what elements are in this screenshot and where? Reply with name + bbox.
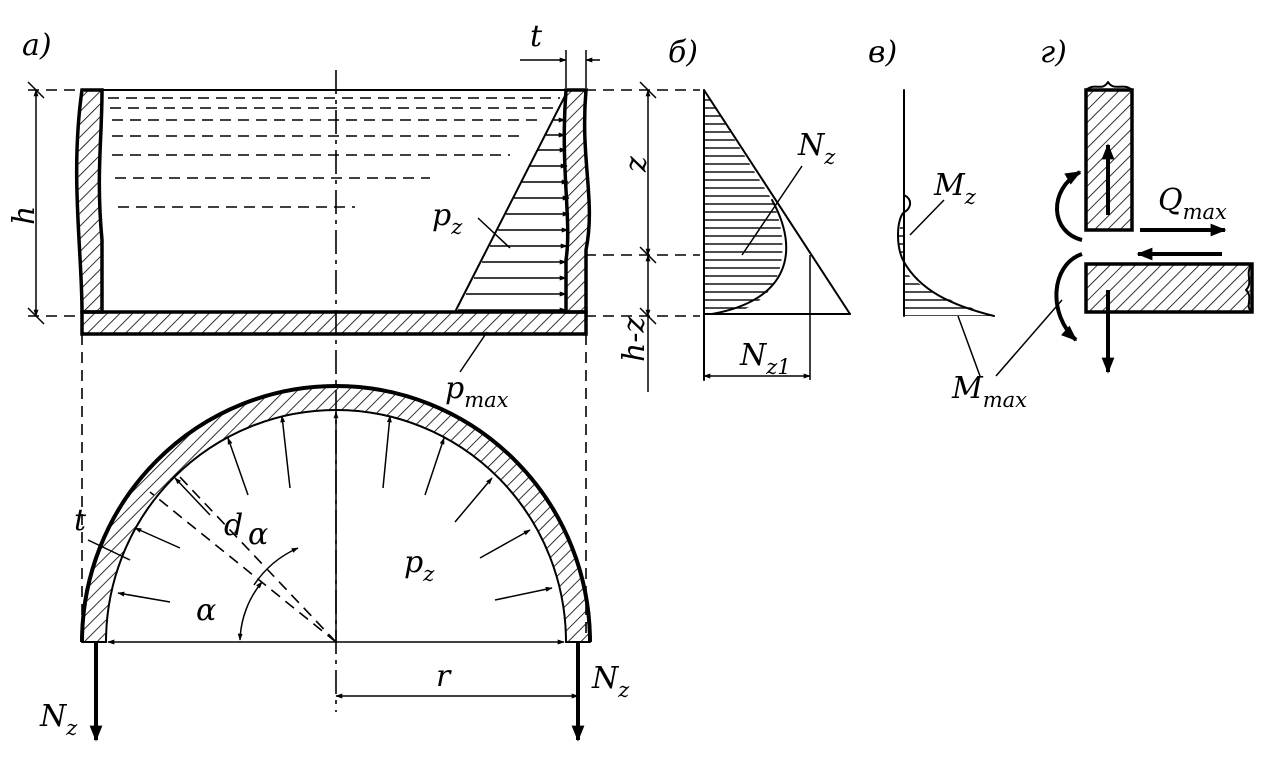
mz-label: Mz bbox=[933, 168, 977, 209]
pmax-leader bbox=[459, 331, 488, 373]
panel-v-mz: в) Mz Mmax bbox=[868, 35, 1063, 412]
r-label: r bbox=[436, 659, 452, 694]
z-label: z bbox=[619, 156, 654, 173]
ring-outer bbox=[80, 384, 592, 643]
mmax-leader-2 bbox=[995, 299, 1063, 377]
d-label: d bbox=[224, 508, 243, 543]
joint-slab bbox=[1084, 262, 1254, 314]
joint-wall-break bbox=[1085, 81, 1133, 91]
nz-right-label: Nz bbox=[591, 661, 630, 702]
qmax-label: Qmax bbox=[1158, 183, 1227, 224]
radius-2 bbox=[177, 474, 337, 643]
panel-label-v: в) bbox=[868, 35, 897, 70]
nz-leader bbox=[741, 165, 803, 256]
nz-hatched-area bbox=[704, 90, 783, 314]
h-minus-z-label: h-z bbox=[617, 317, 652, 362]
pressure-diagram-line bbox=[454, 93, 567, 313]
panel-label-g: г) bbox=[1040, 35, 1067, 70]
panel-label-a: а) bbox=[22, 28, 52, 63]
panel-b-nz: б) Nz1 Nz bbox=[668, 35, 851, 381]
left-wall bbox=[74, 88, 104, 314]
panel-g-joint: г) Qmax bbox=[1040, 35, 1254, 374]
pmax-label: pmax bbox=[445, 371, 509, 412]
mmax-leader-1 bbox=[957, 315, 981, 377]
right-wall bbox=[562, 88, 592, 314]
pz-leader bbox=[477, 217, 511, 249]
panel-a-tank: а) bbox=[7, 19, 700, 712]
d-alpha-label: α bbox=[248, 517, 268, 552]
radius-1 bbox=[149, 491, 337, 643]
mz-leader bbox=[909, 199, 945, 236]
moment-arrow-bottom bbox=[1054, 252, 1083, 342]
alpha-label: α bbox=[196, 593, 216, 628]
ring-inner bbox=[105, 409, 567, 643]
mmax-label: Mmax bbox=[951, 371, 1027, 412]
pz-label: pz bbox=[432, 198, 463, 239]
bottom-slab bbox=[80, 310, 588, 336]
d-alpha-arc bbox=[253, 547, 299, 586]
moment-arrow-top bbox=[1055, 170, 1083, 242]
nz-label: Nz bbox=[797, 128, 836, 169]
radial-pressure-arrows bbox=[117, 411, 553, 642]
nz1-label: Nz1 bbox=[739, 338, 791, 379]
t-left-label: t bbox=[74, 503, 87, 538]
alpha-arc bbox=[237, 581, 263, 641]
t-left-leader bbox=[87, 539, 131, 561]
pressure-arrows bbox=[458, 117, 570, 313]
pz-ring-label: pz bbox=[404, 545, 435, 586]
nz-left-label: Nz bbox=[39, 699, 78, 740]
nz-curve bbox=[711, 199, 788, 315]
panel-label-b: б) bbox=[668, 35, 698, 70]
joint-slab-break bbox=[1245, 263, 1253, 313]
plan-view-ring: t d α α pz r Nz Nz bbox=[39, 334, 630, 742]
mz-hatched-area bbox=[904, 270, 994, 316]
liquid-level-lines bbox=[108, 97, 560, 208]
t-top-label: t bbox=[530, 19, 543, 54]
h-label: h bbox=[7, 206, 42, 225]
